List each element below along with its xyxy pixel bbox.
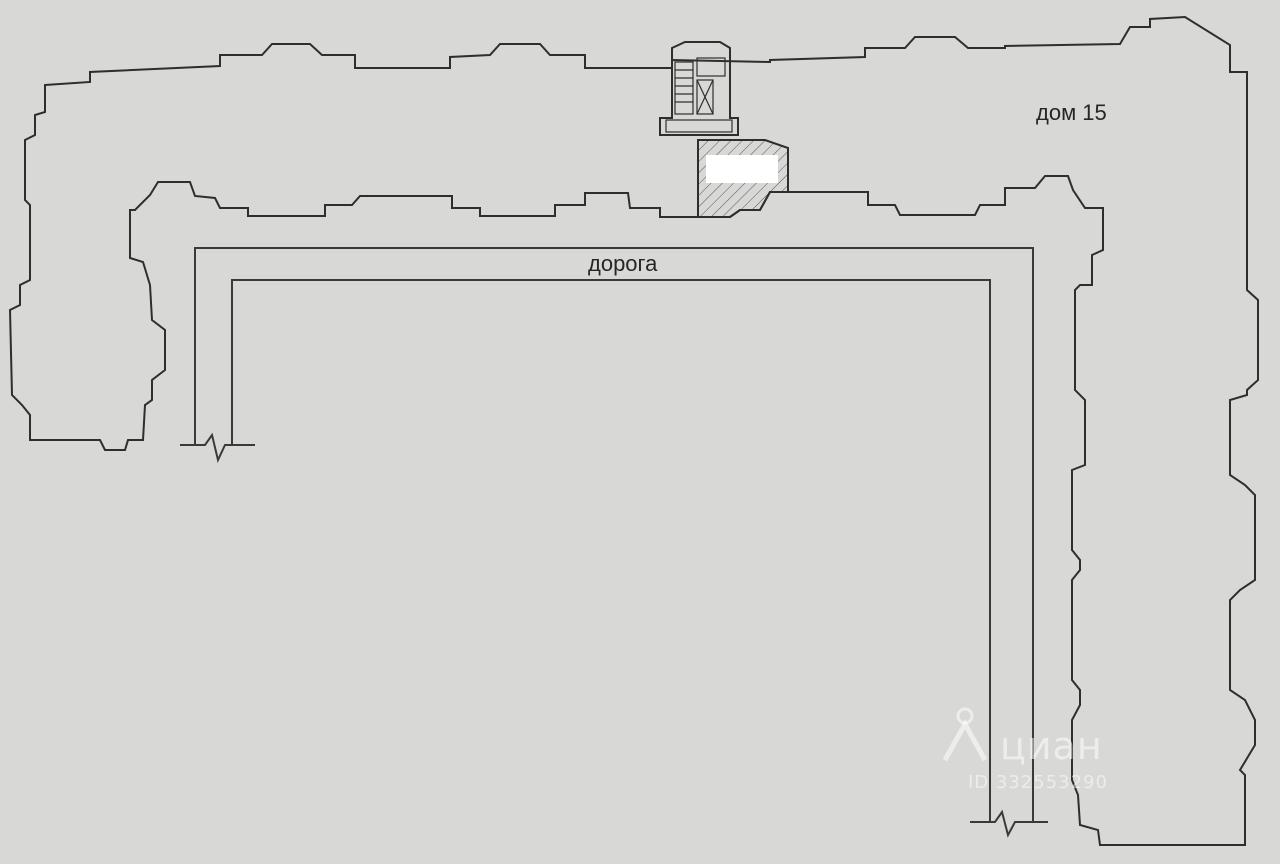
building-outline <box>8 15 1259 846</box>
location-pin-icon <box>942 707 988 762</box>
stair-section <box>659 41 739 136</box>
watermark-listing-id: ID 332553290 <box>968 772 1108 793</box>
road-label: дорога <box>588 251 658 276</box>
house-number-label: дом 15 <box>1036 100 1107 125</box>
road <box>180 247 1048 838</box>
redacted-label <box>706 155 778 183</box>
highlighted-unit <box>697 139 789 218</box>
watermark-brand: циан <box>1000 724 1103 768</box>
